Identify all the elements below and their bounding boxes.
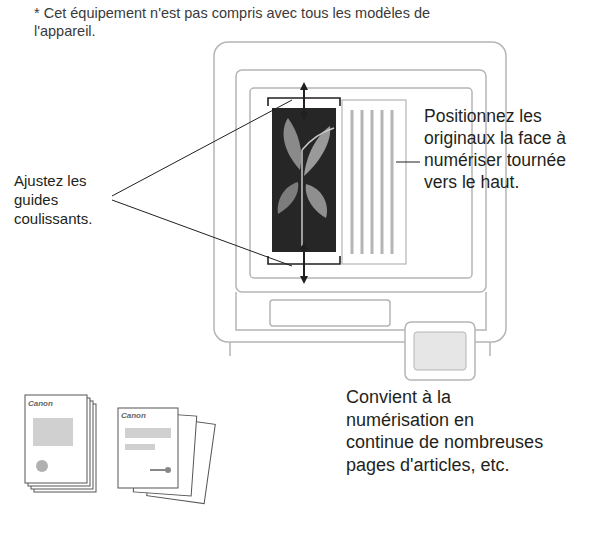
machine-outline [214, 42, 506, 356]
callout-label: Positionnez les originaux la face à numé… [424, 106, 592, 194]
document-stack [25, 395, 96, 492]
logo-text: Canon [28, 400, 68, 408]
logo-text: Canon [121, 412, 161, 420]
footnote: * Cet équipement n'est pas compris avec … [34, 4, 474, 40]
callout-label: Ajustez les guides coulissants. [14, 172, 114, 228]
leader-lines [112, 100, 420, 266]
slide-guides [268, 98, 340, 264]
text-original [342, 100, 406, 264]
control-panel [405, 322, 475, 380]
original-photo [272, 108, 336, 252]
document-fan [118, 408, 215, 504]
description-text: Convient à la numérisation en continue d… [346, 386, 546, 476]
guide-arrows [303, 86, 305, 280]
